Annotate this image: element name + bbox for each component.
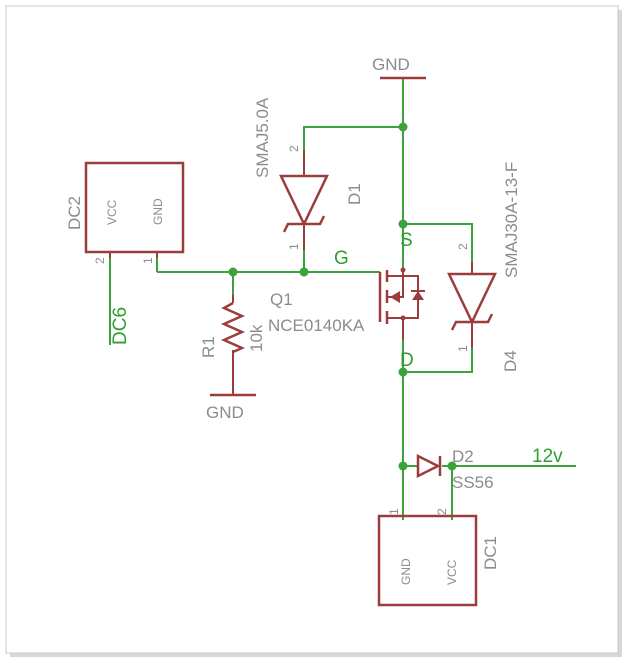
dc1-connector: DC1 GND VCC 1 2 <box>377 508 500 607</box>
dc6-net-label: DC6 <box>110 307 131 345</box>
gnd-bottom-symbol: GND <box>206 350 256 422</box>
d4-pin1: 1 <box>456 345 470 352</box>
d4-tvs-diode: SMAJ30A-13-F D4 2 1 <box>447 162 521 372</box>
dc2-gnd: GND <box>151 198 165 225</box>
q1-name: Q1 <box>270 290 293 309</box>
dc1-gnd: GND <box>399 558 413 585</box>
dc2-connector: DC2 VCC GND 2 1 DC6 <box>65 161 185 345</box>
r1-value: 10k <box>247 324 266 352</box>
dc2-pin2: 2 <box>93 257 107 264</box>
d1-tvs-diode: SMAJ5.0A D1 2 1 <box>253 97 364 250</box>
sheet-frame <box>5 5 619 654</box>
d4-value: SMAJ30A-13-F <box>502 162 521 278</box>
d2-name: D2 <box>452 447 474 466</box>
d4-pin2: 2 <box>456 243 470 250</box>
q1-value: NCE0140KA <box>268 316 365 335</box>
r1-name: R1 <box>199 336 218 358</box>
dc2-pin1: 1 <box>141 257 155 264</box>
gnd-top-label: GND <box>372 55 410 74</box>
dc1-pin1: 1 <box>387 508 401 515</box>
d4-name: D4 <box>501 350 520 372</box>
d1-name: D1 <box>345 183 364 205</box>
dc1-name: DC1 <box>481 536 500 570</box>
junctions <box>228 122 457 471</box>
d1-pin1: 1 <box>287 243 301 250</box>
q1-gate-label: G <box>334 248 349 269</box>
q1-drain-label: D <box>400 350 414 371</box>
r1-resistor: R1 10k <box>199 295 266 358</box>
gnd-top-symbol: GND <box>372 55 426 80</box>
dc2-name: DC2 <box>65 196 84 230</box>
dc1-vcc: VCC <box>445 559 459 585</box>
d2-schottky-diode: D2 SS56 12v <box>416 446 563 492</box>
gnd-bottom-label: GND <box>206 403 244 422</box>
dc1-pin2: 2 <box>435 508 449 515</box>
d1-value: SMAJ5.0A <box>253 97 272 178</box>
v12-net-label: 12v <box>532 446 563 467</box>
q1-source-label: S <box>400 230 413 251</box>
d1-pin2: 2 <box>287 145 301 152</box>
q1-mosfet: Q1 NCE0140KA G S D <box>268 230 425 371</box>
dc2-vcc: VCC <box>105 199 119 225</box>
d2-value: SS56 <box>452 473 494 492</box>
